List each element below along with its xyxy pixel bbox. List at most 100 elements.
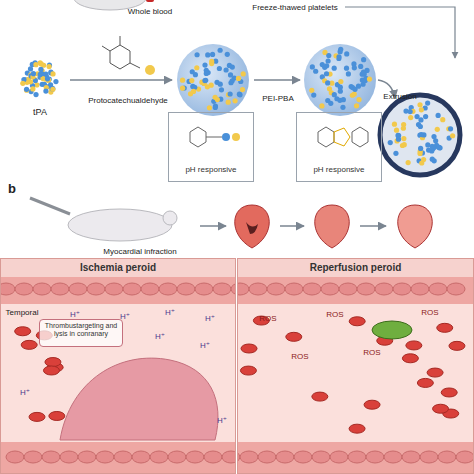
endothelial-cell — [105, 283, 123, 295]
endothelial-cell — [141, 283, 159, 295]
particle-dot — [425, 100, 430, 105]
endothelial-cell — [285, 283, 303, 295]
particle-dot — [430, 157, 435, 162]
red-blood-cell — [364, 400, 380, 409]
endothelial-cell — [330, 451, 348, 463]
endothelial-cell — [33, 283, 51, 295]
particle-dot — [218, 82, 223, 87]
red-blood-cell — [349, 317, 365, 326]
endothelial-cell — [159, 283, 177, 295]
endothelial-cell — [123, 283, 141, 295]
particle-dot — [45, 76, 50, 81]
molecule-sketch — [102, 36, 140, 69]
endothelial-cell — [357, 283, 375, 295]
endothelial-cell — [24, 451, 42, 463]
red-blood-cell — [15, 327, 31, 336]
particle-dot — [431, 134, 436, 139]
particle-dot — [28, 66, 33, 71]
particle-dot — [332, 66, 337, 71]
endothelial-cell — [60, 451, 78, 463]
particle-dot — [417, 151, 422, 156]
process-arrow — [70, 79, 172, 81]
ph-bond-box: pH responsive — [168, 112, 254, 182]
particle-dot — [450, 133, 455, 138]
particle-dot — [328, 101, 333, 106]
particle-dot — [320, 62, 325, 67]
particle-dot — [205, 52, 210, 57]
particle-dot — [193, 72, 198, 77]
particle-dot — [225, 52, 230, 57]
endothelial-cell — [303, 283, 321, 295]
endothelial-cell — [6, 451, 24, 463]
particle-dot — [388, 140, 393, 145]
panel-heading: Reperfusion peroid — [238, 259, 473, 277]
particle-dot — [352, 87, 357, 92]
red-blood-cell — [43, 366, 59, 375]
red-blood-cell — [45, 358, 61, 367]
endothelial-cell — [456, 451, 474, 463]
red-blood-cell — [441, 388, 457, 397]
endothelial-cell — [276, 451, 294, 463]
particle-dot — [392, 122, 397, 127]
endothelial-cell — [42, 451, 60, 463]
endothelial-cell — [258, 451, 276, 463]
particle-dot — [338, 89, 343, 94]
proton-label: H⁺ — [70, 310, 80, 319]
endothelial-cell — [429, 283, 447, 295]
red-blood-cell — [417, 378, 433, 387]
particle-dot — [219, 87, 224, 92]
endothelial-cell — [402, 451, 420, 463]
particle-dot — [417, 102, 422, 107]
endothelial-cell — [132, 451, 150, 463]
particle-dot — [324, 71, 329, 76]
proton-label: H⁺ — [200, 341, 210, 350]
particle-dot — [344, 51, 349, 56]
particle-dot — [237, 92, 242, 97]
red-blood-cell — [286, 332, 302, 341]
particle-dot — [38, 67, 43, 72]
particle-dot — [338, 79, 343, 84]
endothelial-cell — [96, 451, 114, 463]
particle-dot — [53, 79, 58, 84]
red-blood-cell — [406, 341, 422, 350]
molecule-name: tPA — [33, 107, 47, 117]
red-blood-cell — [427, 368, 443, 377]
blood-tube — [146, 0, 154, 2]
particle-dot — [341, 97, 346, 102]
red-blood-cell — [449, 341, 465, 350]
particle-dot — [346, 71, 351, 76]
nanoparticle — [304, 44, 376, 116]
particle-dot — [313, 69, 318, 74]
endothelial-cell — [78, 451, 96, 463]
red-blood-cell — [402, 354, 418, 363]
particle-dot — [414, 114, 419, 119]
caption-text: Freeze-thawed platelets — [252, 3, 337, 12]
endothelial-cell — [186, 451, 204, 463]
particle-dot — [437, 145, 442, 150]
endothelial-cell — [195, 283, 213, 295]
endothelial-cell — [384, 451, 402, 463]
thrombus — [60, 358, 218, 440]
particle-dot — [394, 128, 399, 133]
heart-icons — [235, 205, 433, 248]
ros-label: ROS — [291, 352, 308, 361]
particle-dot — [213, 95, 218, 100]
particle-dot — [38, 72, 43, 77]
particle-dot — [207, 105, 212, 110]
particle-dot — [310, 64, 315, 69]
ph-bond-box: pH responsive — [296, 112, 382, 182]
particle-dot — [240, 87, 245, 92]
ros-label: ROS — [259, 314, 276, 323]
process-arrow — [280, 225, 304, 227]
particle-dot — [20, 81, 25, 86]
particle-dot — [325, 58, 330, 63]
particle-dot — [358, 64, 363, 69]
particle-dot — [311, 92, 316, 97]
endothelial-cell — [213, 283, 231, 295]
particle-dot — [418, 146, 423, 151]
particle-dot — [47, 64, 52, 69]
particle-dot — [426, 147, 431, 152]
particle-dot — [350, 93, 355, 98]
particle-dot — [191, 89, 196, 94]
endothelial-cell — [15, 283, 33, 295]
